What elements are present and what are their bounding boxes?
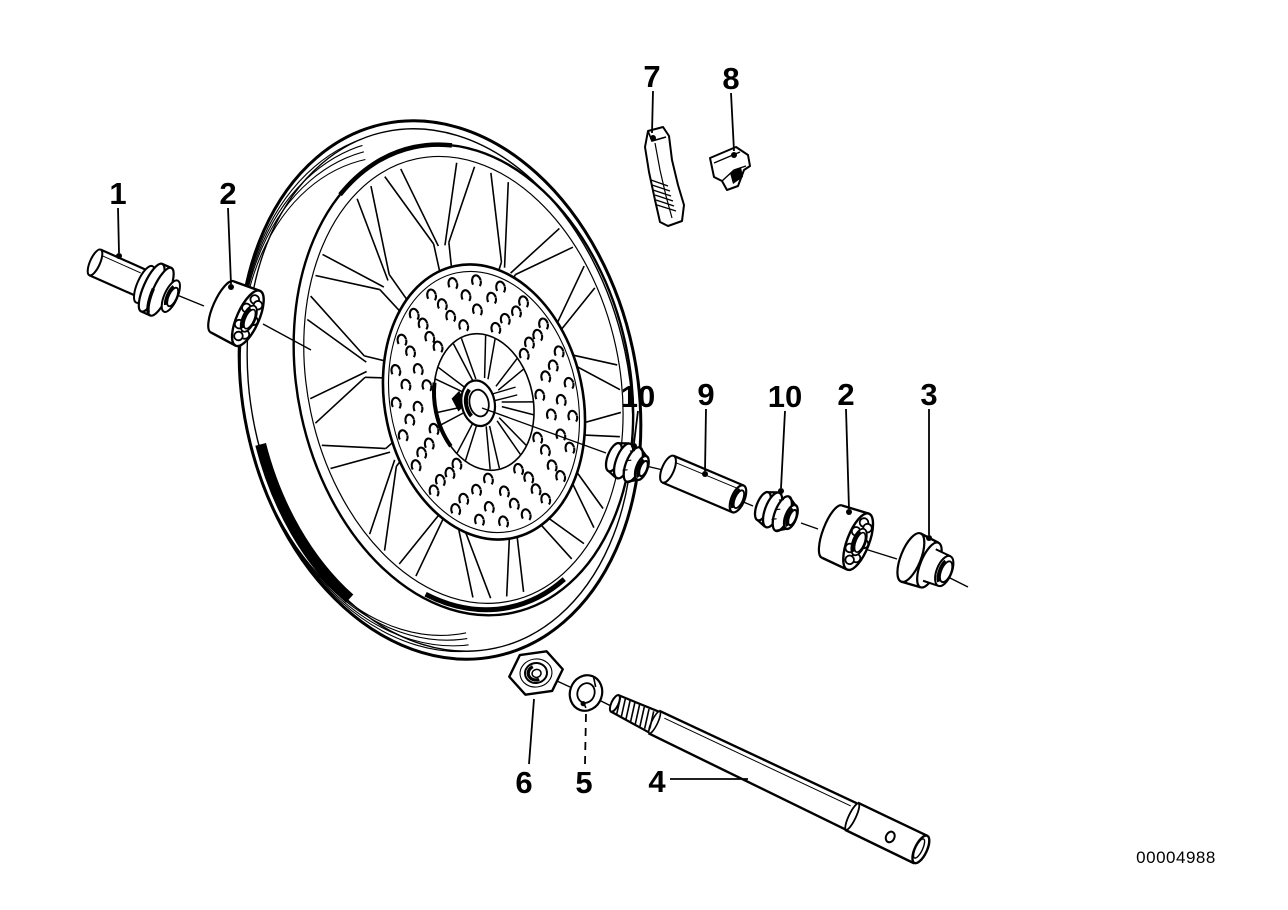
callout-2-1[interactable]: 2 <box>219 176 236 211</box>
disc-hole <box>554 346 565 360</box>
disc-hole <box>458 319 469 333</box>
callout-leader-8 <box>730 92 735 152</box>
disc-hole <box>567 410 578 424</box>
disc-hole <box>518 296 529 310</box>
callout-4-11[interactable]: 4 <box>648 764 666 799</box>
disc-hole <box>426 289 437 303</box>
disc-hole <box>429 485 440 499</box>
part-2-ball-bearing-right <box>811 498 881 576</box>
callout-leader-1 <box>117 207 120 254</box>
disc-hole <box>540 493 551 507</box>
doc-number: 00004988 <box>1136 848 1216 867</box>
callout-10-6[interactable]: 10 <box>768 379 802 414</box>
disc-hole <box>498 516 509 530</box>
callout-leader-7 <box>651 90 654 134</box>
callout-dot-3 <box>926 535 932 541</box>
disc-hole <box>521 509 532 523</box>
disc-hole <box>400 379 411 393</box>
disc-hole <box>451 458 462 472</box>
disc-hole <box>458 493 469 507</box>
callout-leader-9 <box>704 408 707 472</box>
disc-hole <box>450 503 461 517</box>
disc-hole <box>513 463 524 477</box>
disc-hole <box>396 334 407 348</box>
callout-6-9[interactable]: 6 <box>515 765 532 800</box>
callout-dot-7 <box>650 135 656 141</box>
disc-hole <box>413 363 424 377</box>
disc-hole <box>435 474 446 488</box>
part-5-lock-washer <box>568 674 604 712</box>
callout-dot-1 <box>116 253 122 259</box>
disc-hole <box>484 501 495 515</box>
callout-dot-2 <box>846 509 852 515</box>
part-1-spacer-sleeve <box>86 248 181 318</box>
disc-hole <box>474 514 485 528</box>
callout-leader-2 <box>227 207 232 285</box>
disc-hole <box>532 329 543 343</box>
callout-5-10[interactable]: 5 <box>575 765 592 800</box>
part-10-seal-right <box>748 485 805 538</box>
callout-8-3[interactable]: 8 <box>722 61 739 96</box>
disc-hole <box>564 442 575 456</box>
part-6-hex-nut <box>508 650 564 696</box>
callout-leader-10 <box>780 410 786 489</box>
part-3-nut <box>896 532 955 589</box>
part-7-balance-weight <box>644 126 685 227</box>
callout-dot-10 <box>631 443 637 449</box>
disc-hole <box>531 484 542 498</box>
balance-weight-knurl <box>650 179 677 212</box>
disc-hole <box>548 360 559 374</box>
callout-leader-6 <box>528 698 535 765</box>
disc-hole <box>445 310 456 324</box>
part-9-spacer-tube <box>659 454 748 514</box>
disc-hole <box>429 423 440 437</box>
disc-hole <box>523 472 534 486</box>
axis-lines <box>176 294 969 707</box>
callout-dot-9 <box>702 471 708 477</box>
disc-hole <box>540 444 551 458</box>
disc-hole <box>421 379 432 393</box>
disc-hole <box>416 447 427 461</box>
callout-7-2[interactable]: 7 <box>643 59 660 94</box>
callout-leader-5 <box>584 712 587 765</box>
callout-3-8[interactable]: 3 <box>920 377 937 412</box>
disc-hole <box>555 470 566 484</box>
brake-disc <box>381 263 587 541</box>
callout-leader-2 <box>845 408 850 510</box>
disc-hole <box>405 346 416 360</box>
disc-hole <box>555 429 566 443</box>
disc-hole <box>495 281 506 295</box>
callout-9-5[interactable]: 9 <box>697 377 714 412</box>
part-4-axle-shaft <box>608 693 931 865</box>
disc-hole <box>540 371 551 385</box>
wheel-hub-boss <box>451 379 518 428</box>
disc-hole <box>433 341 444 355</box>
disc-hole <box>564 377 575 391</box>
disc-hole <box>391 397 402 411</box>
disc-hole <box>509 498 520 512</box>
callout-2-7[interactable]: 2 <box>837 377 854 412</box>
callout-1-0[interactable]: 1 <box>109 176 126 211</box>
callout-leader-10 <box>633 410 639 444</box>
callout-dot-10 <box>778 488 784 494</box>
disc-hole <box>532 432 543 446</box>
disc-hole <box>538 318 549 332</box>
callout-dot-8 <box>731 152 737 158</box>
disc-hole <box>437 298 448 312</box>
disc-hole <box>556 394 567 408</box>
callout-10-4[interactable]: 10 <box>621 379 655 414</box>
disc-hole <box>519 348 530 362</box>
disc-hole <box>511 306 522 320</box>
disc-hole <box>534 389 545 403</box>
disc-hole <box>444 467 455 481</box>
part-8-balance-clip <box>709 146 751 191</box>
disc-hole <box>471 275 482 289</box>
disc-hole <box>500 313 511 327</box>
callout-dot-2 <box>228 284 234 290</box>
